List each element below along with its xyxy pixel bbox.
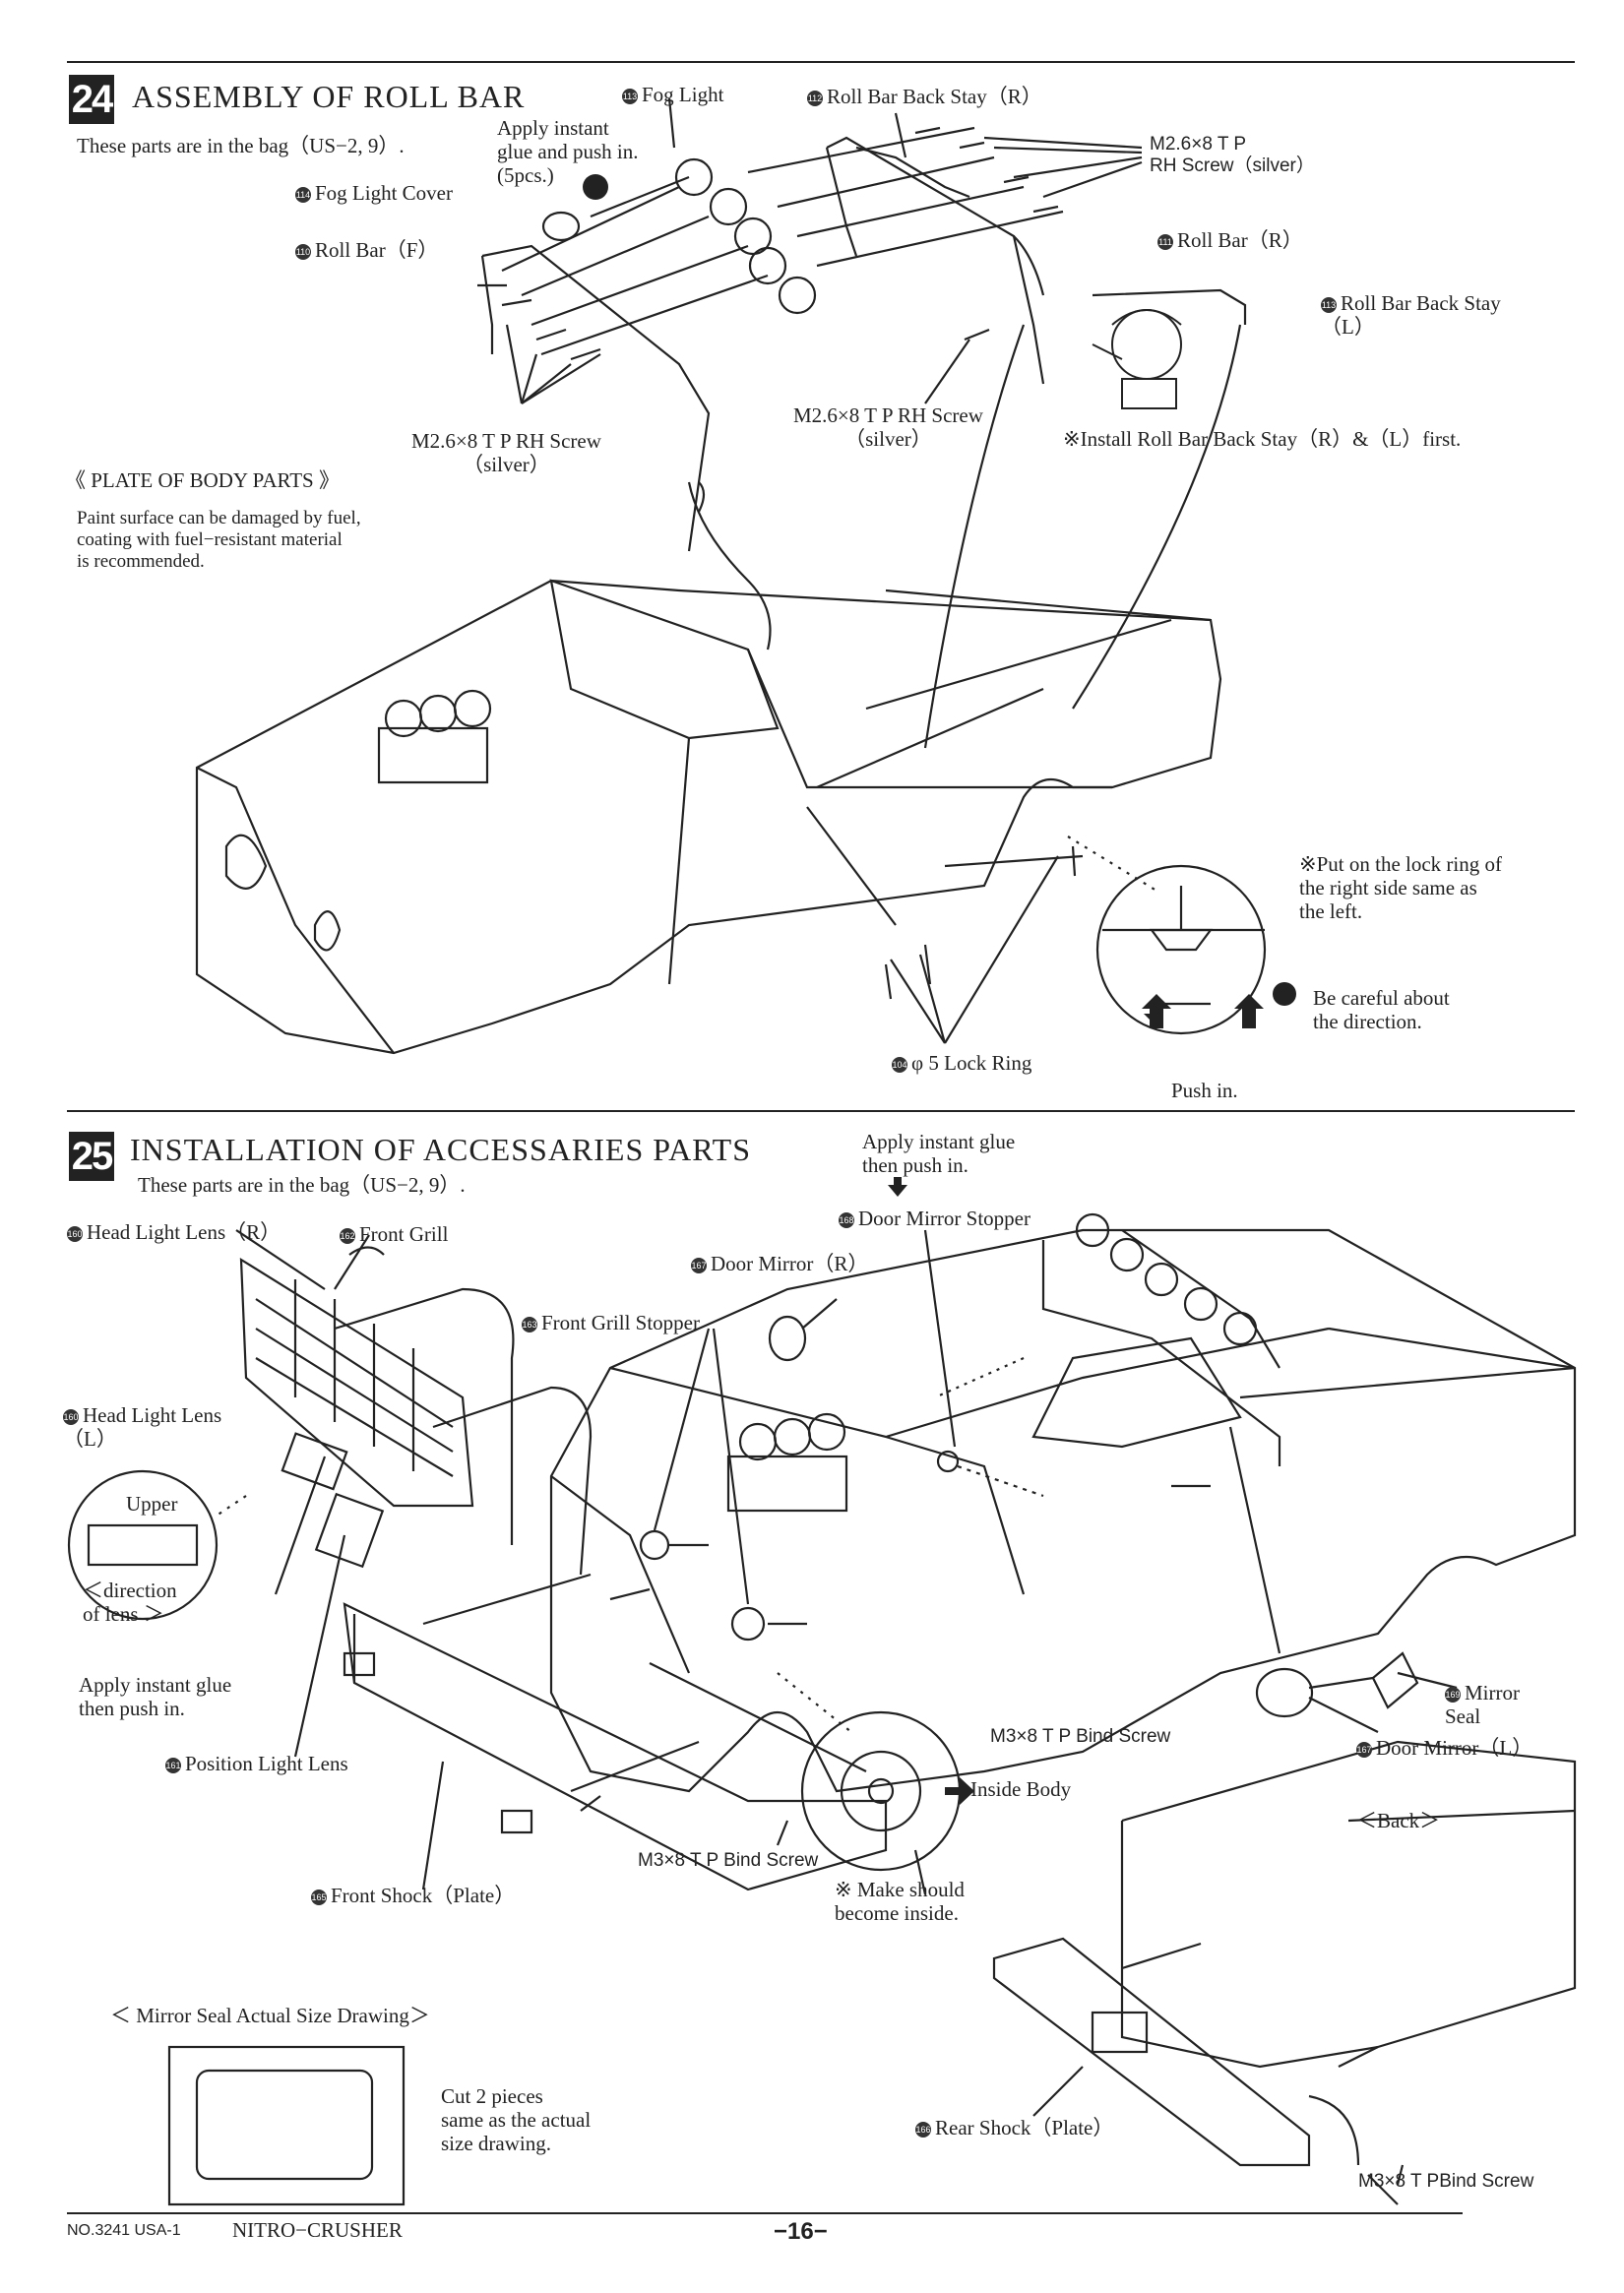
upper-label: Upper xyxy=(126,1492,178,1516)
part-number-badge: 167 xyxy=(691,1258,707,1274)
step-24-number: 24 xyxy=(69,75,114,124)
position-light-lens-text: Position Light Lens xyxy=(185,1752,348,1775)
bind-screw-left-label: M3×8 T P Bind Screw xyxy=(638,1850,819,1871)
part-number-badge: 113 xyxy=(622,89,638,105)
front-shock-text: Front Shock（Plate） xyxy=(331,1884,516,1907)
part-number-badge: 160 xyxy=(67,1226,83,1243)
head-light-lens-l-text: Head Light Lens （L） xyxy=(63,1403,222,1452)
apply-glue-top: Apply instant glue then push in. xyxy=(862,1130,1016,1178)
part-number-badge: 161 xyxy=(165,1758,181,1774)
part-number-badge: 167 xyxy=(1356,1742,1372,1759)
cut-note: Cut 2 pieces same as the actual size dra… xyxy=(441,2084,592,2156)
step-25-number: 25 xyxy=(69,1132,114,1181)
plate-note: Paint surface can be damaged by fuel, co… xyxy=(77,508,361,572)
apply-glue-note: Apply instant glue and push in. (5pcs.) xyxy=(497,116,639,188)
fog-light-text: Fog Light xyxy=(642,83,724,106)
lock-ring-label: 104 φ 5 Lock Ring xyxy=(892,1051,1031,1075)
inside-body-label: Inside Body xyxy=(970,1777,1072,1801)
part-number-badge: 104 xyxy=(892,1057,907,1074)
part-number-badge: 114 xyxy=(295,187,311,204)
part-number-badge: 162 xyxy=(340,1228,355,1245)
part-number-badge: 165 xyxy=(311,1890,327,1906)
door-mirror-r-text: Door Mirror（R） xyxy=(711,1252,869,1275)
push-in-label: Push in. xyxy=(1171,1079,1238,1102)
page-number: −16− xyxy=(774,2218,828,2245)
part-number-badge: 169 xyxy=(1445,1687,1461,1704)
apply-glue-left: Apply instant glue then push in. xyxy=(79,1673,232,1721)
bind-screw-right-label: M3×8 T PBind Screw xyxy=(1358,2171,1534,2192)
door-mirror-stopper-label: 168 Door Mirror Stopper xyxy=(839,1207,1031,1230)
lock-ring-text: φ 5 Lock Ring xyxy=(911,1051,1032,1075)
direction-of-lens-label: ＜direction of lens ＞ xyxy=(83,1579,177,1627)
lock-ring-note: ※Put on the lock ring of the right side … xyxy=(1299,852,1502,924)
step-24-title: ASSEMBLY OF ROLL BAR xyxy=(132,79,526,114)
mirror-seal-text: Mirror Seal xyxy=(1445,1681,1520,1729)
fog-light-cover-text: Fog Light Cover xyxy=(315,181,453,205)
plate-heading: 《 PLATE OF BODY PARTS 》 xyxy=(65,468,340,492)
roll-bar-diagram xyxy=(195,97,1296,1055)
section-rule xyxy=(67,1110,1575,1112)
screw-mid-label: M2.6×8 T P RH Screw （silver） xyxy=(793,403,983,452)
careful-note: Be careful about the direction. xyxy=(1313,986,1450,1034)
footer-name: NITRO−CRUSHER xyxy=(232,2218,403,2242)
step-25-bag-note: These parts are in the bag（US−2, 9）. xyxy=(138,1173,466,1197)
rear-shock-text: Rear Shock（Plate） xyxy=(935,2116,1114,2139)
part-number-badge: 166 xyxy=(915,2122,931,2138)
part-number-badge: 112 xyxy=(807,91,823,107)
step-24-bag-note: These parts are in the bag（US−2, 9）. xyxy=(77,134,405,157)
roll-bar-back-stay-l-text: Roll Bar Back Stay （L） xyxy=(1321,291,1501,340)
part-number-badge: 111 xyxy=(1157,234,1173,251)
footer-model: NO.3241 USA-1 xyxy=(67,2222,181,2239)
top-rule xyxy=(67,61,1575,63)
step-25-title: INSTALLATION OF ACCESSARIES PARTS xyxy=(130,1132,751,1167)
roll-bar-r-text: Roll Bar（R） xyxy=(1177,228,1303,252)
roll-bar-back-stay-r-text: Roll Bar Back Stay（R） xyxy=(827,85,1042,108)
front-grill-stopper-label: 163 Front Grill Stopper xyxy=(522,1311,700,1334)
install-note: ※Install Roll Bar Back Stay（R）&（L）first. xyxy=(1063,427,1462,451)
front-grill-stopper-text: Front Grill Stopper xyxy=(541,1311,700,1334)
footer-rule xyxy=(67,2212,1463,2214)
make-inside-note: ※ Make should become inside. xyxy=(835,1878,965,1926)
part-number-badge: 163 xyxy=(522,1317,537,1333)
head-light-lens-r-text: Head Light Lens（R） xyxy=(87,1220,281,1244)
door-mirror-l-text: Door Mirror（L） xyxy=(1376,1736,1533,1760)
part-number-badge: 168 xyxy=(839,1212,854,1229)
front-grill-label: 162 Front Grill xyxy=(340,1222,448,1246)
bind-screw-mid-label: M3×8 T P Bind Screw xyxy=(990,1726,1171,1747)
front-grill-text: Front Grill xyxy=(359,1222,449,1246)
screw-top-right-label: M2.6×8 T P RH Screw（silver） xyxy=(1150,134,1315,176)
roll-bar-f-text: Roll Bar（F） xyxy=(315,238,439,262)
back-label: ＜Back＞ xyxy=(1356,1809,1441,1832)
part-number-badge: 113 xyxy=(1321,297,1337,314)
mirror-seal-drawing-label: ＜ Mirror Seal Actual Size Drawing＞ xyxy=(110,2004,430,2027)
screw-left-label: M2.6×8 T P RH Screw （silver） xyxy=(411,429,601,477)
door-mirror-stopper-text: Door Mirror Stopper xyxy=(858,1207,1031,1230)
part-number-badge: 110 xyxy=(295,244,311,261)
part-number-badge: 160 xyxy=(63,1409,79,1426)
